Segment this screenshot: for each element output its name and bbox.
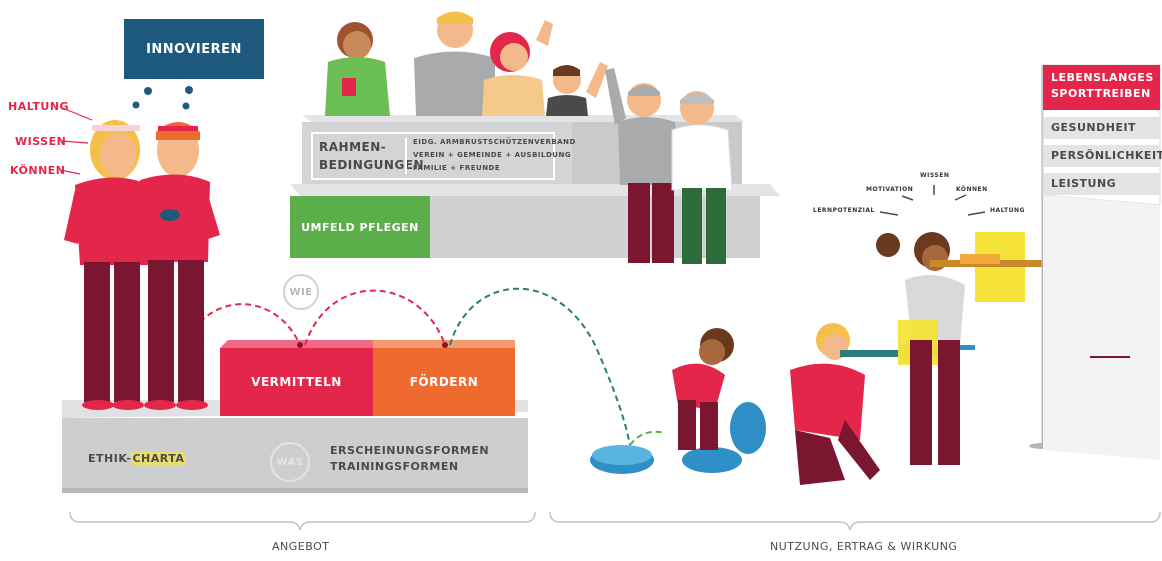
rahmen-title-2: BEDINGUNGEN (319, 158, 425, 172)
label-wissen: WISSEN (15, 135, 67, 148)
flag-title-1: LEBENSLANGES (1051, 71, 1154, 84)
bottom-brackets (69, 511, 1161, 531)
nutzung-label: NUTZUNG, ERTRAG & WIRKUNG (770, 540, 958, 553)
flag-item-label: GESUNDHEIT (1051, 121, 1137, 134)
label-haltung: HALTUNG (8, 100, 70, 113)
rahmen-detail-3: FAMILIE + FREUNDE (413, 164, 501, 172)
ethik-prefix: ETHIK- (88, 452, 132, 465)
angebot-label: ANGEBOT (272, 540, 330, 553)
wie-circle: WIE (283, 274, 319, 310)
family-figures (325, 11, 733, 264)
innovieren-box: INNOVIEREN (124, 19, 264, 79)
foerdern-box: FÖRDERN (373, 348, 515, 416)
formen-line-2: TRAININGSFORMEN (330, 460, 459, 473)
rahmen-panel: RAHMEN- BEDINGUNGEN EIDG. ARMBRUSTSCHÜTZ… (311, 132, 575, 180)
vermitteln-top (220, 340, 373, 348)
label-lernpotenzial: LERNPOTENZIAL (813, 207, 875, 214)
label-koennen: KÖNNEN (10, 164, 66, 177)
label-koennen-shooter: KÖNNEN (956, 186, 988, 193)
was-label: WAS (276, 456, 304, 468)
vermitteln-label: VERMITTELN (251, 375, 342, 389)
flag-item-label: PERSÖNLICHKEIT (1051, 149, 1162, 162)
umfeld-pflegen-box: UMFELD PFLEGEN (290, 196, 430, 258)
flag-item-1: GESUNDHEIT (1043, 117, 1160, 139)
flag-item-label: LEISTUNG (1051, 177, 1117, 190)
dashed-arcs (199, 287, 666, 446)
standing-shooter (876, 232, 1055, 465)
thought-dots (132, 86, 193, 110)
label-wissen-shooter: WISSEN (920, 172, 950, 179)
ethik-charta: ETHIK-CHARTA (88, 452, 186, 465)
kneeling-shooter (790, 323, 975, 485)
vermitteln-box: VERMITTELN (220, 348, 373, 416)
flag-title: LEBENSLANGES SPORTTREIBEN (1043, 65, 1160, 110)
attribute-rays (879, 185, 986, 216)
was-circle: WAS (270, 442, 310, 482)
upper-platform (290, 115, 780, 258)
flag-title-2: SPORTTREIBEN (1051, 87, 1151, 100)
kneeling-child (672, 328, 734, 450)
coach-figures (64, 120, 220, 410)
ethik-highlight: CHARTA (131, 452, 186, 465)
rahmen-title-1: RAHMEN- (319, 140, 387, 154)
innovieren-label: INNOVIEREN (146, 41, 242, 57)
umfeld-label: UMFELD PFLEGEN (301, 220, 419, 234)
rahmen-detail-2: VEREIN + GEMEINDE + AUSBILDUNG (413, 151, 572, 159)
label-haltung-shooter: HALTUNG (990, 207, 1025, 214)
balance-cushions (590, 402, 766, 474)
foerdern-label: FÖRDERN (409, 375, 479, 389)
flag-item-2: PERSÖNLICHKEIT (1043, 145, 1162, 167)
label-motivation: MOTIVATION (866, 186, 914, 193)
rahmen-detail-1: EIDG. ARMBRUSTSCHÜTZENVERBAND (413, 138, 576, 146)
formen-line-1: ERSCHEINUNGSFORMEN (330, 444, 490, 457)
wie-label: WIE (289, 286, 313, 298)
label-pointers (59, 106, 93, 175)
flag-item-3: LEISTUNG (1043, 173, 1160, 195)
